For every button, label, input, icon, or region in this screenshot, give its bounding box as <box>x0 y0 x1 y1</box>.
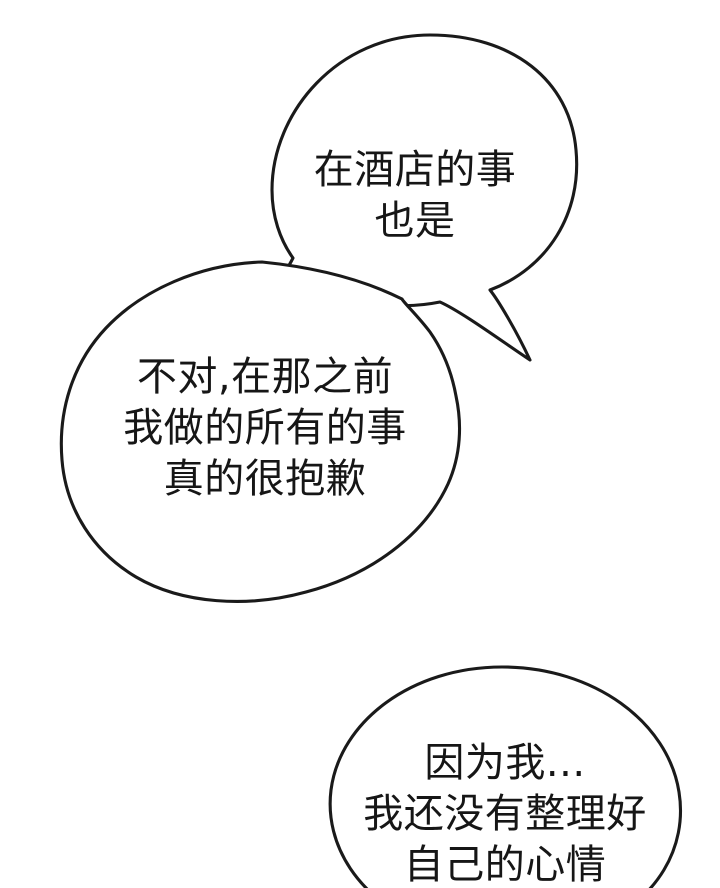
bubble-3-line-3: 自己的心情 <box>403 841 607 888</box>
bubble-2-text: 不对,在那之前 我做的所有的事 真的很抱歉 <box>85 352 445 504</box>
bubble-1-text: 在酒店的事 也是 <box>270 145 560 247</box>
bubble-3-text: 因为我... 我还没有整理好 自己的心情 <box>330 738 680 888</box>
bubble-3-line-2: 我还没有整理好 <box>363 790 647 837</box>
bubble-1-line-2: 也是 <box>374 197 456 244</box>
bubble-1-line-1: 在酒店的事 <box>313 147 517 193</box>
bubble-3-line-1: 因为我... <box>424 740 586 786</box>
bubble-3-shape <box>328 665 682 888</box>
bubble-2-line-3: 真的很抱歉 <box>163 455 367 502</box>
bubble-2-line-1: 不对,在那之前 <box>136 354 394 400</box>
bubble-2-line-2: 我做的所有的事 <box>123 404 407 451</box>
bubble-2-shape <box>59 260 462 603</box>
